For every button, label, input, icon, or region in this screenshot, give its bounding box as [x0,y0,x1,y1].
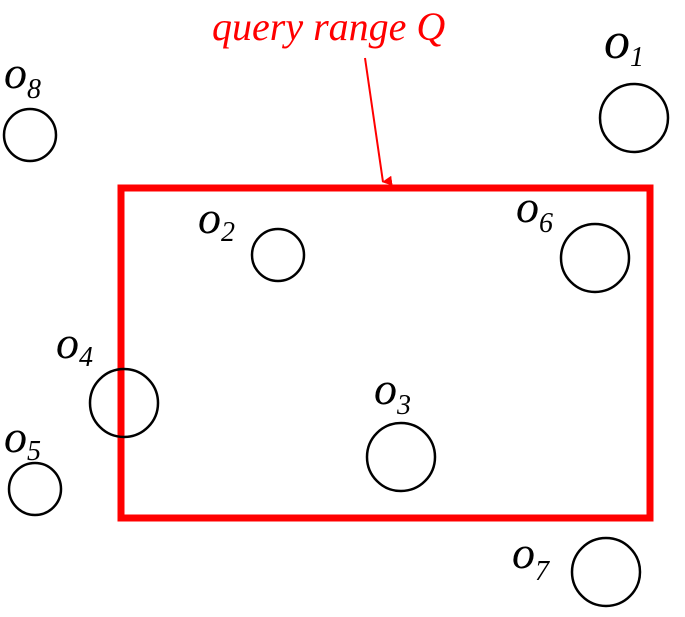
object-o5-label: o5 [4,411,41,467]
object-o3-label: o3 [374,363,411,421]
query-range-arrow [364,57,393,186]
object-o6-circle [559,222,631,294]
object-o5-circle [7,461,63,517]
object-o1-circle [598,82,670,154]
object-o7-label: o7 [512,527,550,587]
object-o8-circle [2,107,58,163]
object-o8-label: o8 [4,47,41,105]
object-o3-circle [365,421,437,493]
object-o7-circle [570,536,642,608]
object-o4-circle [88,367,160,439]
object-o4-label: o4 [56,317,93,373]
object-o2-circle [250,227,306,283]
query-range-rectangle [117,184,654,522]
object-o6-label: o6 [516,181,553,239]
object-o2-label: o2 [198,192,235,248]
object-o1-label: o1 [604,13,644,73]
query-range-label: query range Q [212,4,445,49]
